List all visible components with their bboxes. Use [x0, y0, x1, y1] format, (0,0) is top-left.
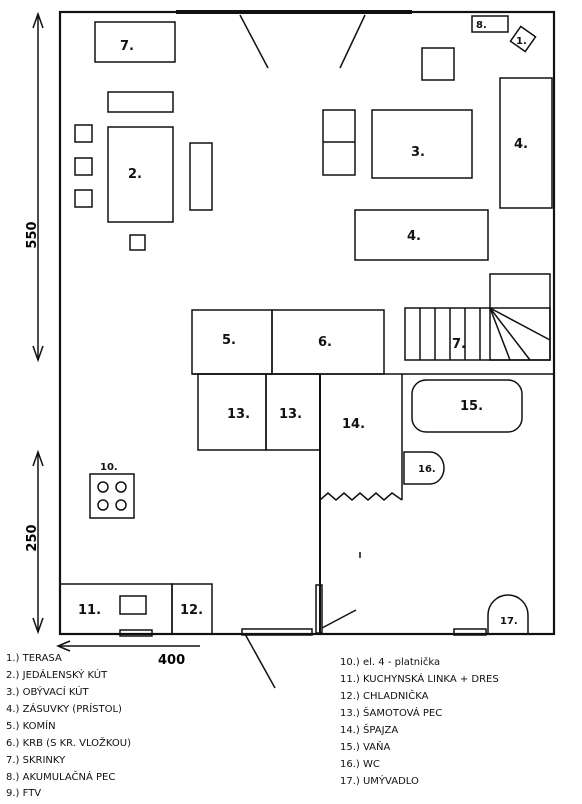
label-4-right: 4.: [514, 137, 528, 152]
label-11: 11.: [78, 603, 101, 618]
bottom-window: [119, 629, 153, 637]
kitchen-line: [59, 583, 173, 635]
label-5: 5.: [222, 333, 236, 348]
chair: [74, 157, 93, 176]
toilet: [403, 451, 445, 485]
legend-left-item: 7.) SKRINKY: [6, 755, 66, 766]
living-table: [371, 109, 473, 179]
dim-lower-label: 250: [25, 524, 40, 551]
legend-left-item: 8.) AKUMULAČNÁ PEC: [6, 770, 115, 783]
burner: [115, 481, 127, 493]
stove: [89, 473, 135, 519]
legend-right-item: 11.) KUCHYNSKÁ LINKA + DRES: [340, 672, 499, 685]
legend-left-item: 6.) KRB (S KR. VLOŽKOU): [6, 736, 131, 749]
label-12: 12.: [180, 603, 203, 618]
burner: [97, 481, 109, 493]
stairs-7: [404, 307, 551, 361]
chair: [74, 124, 93, 143]
entry-door-swing: [244, 633, 276, 689]
label-15: 15.: [460, 399, 483, 414]
legend-right-item: 10.) el. 4 - platnička: [340, 656, 440, 668]
label-1: 1.: [516, 36, 527, 47]
room-4-center: [354, 209, 489, 261]
pantry-curtain: [319, 492, 403, 501]
legend-left-item: 9.) FTV: [6, 788, 41, 799]
label-14: 14.: [342, 417, 365, 432]
bath-door-swing: [321, 609, 357, 629]
item-8: [471, 15, 509, 33]
stair-diagonal: [489, 307, 511, 361]
door-swing-left: [239, 14, 269, 69]
legend-left-item: 4.) ZÁSUVKY (PRÍSTOL): [6, 702, 122, 715]
label-2: 2.: [128, 167, 142, 182]
label-7: 7.: [120, 39, 134, 54]
legend-right-item: 15.) VAŇA: [340, 740, 391, 753]
legend-right: 10.) el. 4 - platnička 11.) KUCHYNSKÁ LI…: [340, 656, 499, 787]
sink: [119, 595, 147, 615]
chair: [129, 234, 146, 251]
label-6: 6.: [318, 335, 332, 350]
bathtub: [411, 379, 523, 433]
legend-right-item: 12.) CHLADNIČKA: [340, 689, 429, 702]
legend-right-item: 14.) ŠPAJZA: [340, 723, 398, 736]
bottom-door: [241, 628, 313, 636]
label-7-stairs: 7.: [452, 337, 466, 352]
item-square: [421, 47, 455, 81]
arrow-up-icon: [32, 449, 44, 467]
label-13a: 13.: [227, 407, 250, 422]
bottom-window: [453, 628, 487, 636]
legend-left-item: 5.) KOMÍN: [6, 719, 56, 732]
label-13b: 13.: [279, 407, 302, 422]
legend-left: 1.) TERASA 2.) JEDÁLENSKÝ KÚT 3.) OBÝVAC…: [6, 653, 131, 799]
dim-width-label: 400: [158, 653, 185, 668]
legend-right-item: 17.) UMÝVADLO: [340, 774, 419, 787]
dining-table: [107, 126, 174, 223]
arrow-down-icon: [32, 345, 44, 363]
dim-upper-label: 550: [25, 221, 40, 248]
room-7-top: [94, 21, 176, 63]
bench: [107, 91, 174, 113]
burner: [115, 499, 127, 511]
legend-left-item: 1.) TERASA: [6, 653, 62, 664]
label-4-center: 4.: [407, 229, 421, 244]
legend-right-item: 16.) WC: [340, 759, 380, 770]
legend-left-item: 2.) JEDÁLENSKÝ KÚT: [6, 668, 108, 681]
arrow-left-icon: [56, 640, 71, 652]
arrow-down-icon: [32, 617, 44, 635]
legend-left-item: 3.) OBÝVACÍ KÚT: [6, 685, 89, 698]
label-3: 3.: [411, 145, 425, 160]
stair-diagonal: [489, 307, 551, 341]
label-17: 17.: [500, 616, 518, 627]
washbasin: [487, 594, 529, 634]
door-swing-right: [339, 14, 366, 69]
arrow-up-icon: [32, 11, 44, 29]
stair-landing: [489, 273, 551, 361]
room-4-right: [499, 77, 553, 209]
side-bench: [189, 142, 213, 211]
label-16: 16.: [418, 464, 436, 475]
bath-door: [315, 584, 323, 634]
label-8: 8.: [476, 20, 487, 31]
legend-right-item: 13.) ŠAMOTOVÁ PEC: [340, 706, 442, 719]
item-1: [509, 25, 537, 53]
fridge: [171, 583, 213, 635]
label-10: 10.: [100, 462, 118, 473]
burner: [97, 499, 109, 511]
stair-diagonal: [489, 307, 531, 361]
chair: [74, 189, 93, 208]
